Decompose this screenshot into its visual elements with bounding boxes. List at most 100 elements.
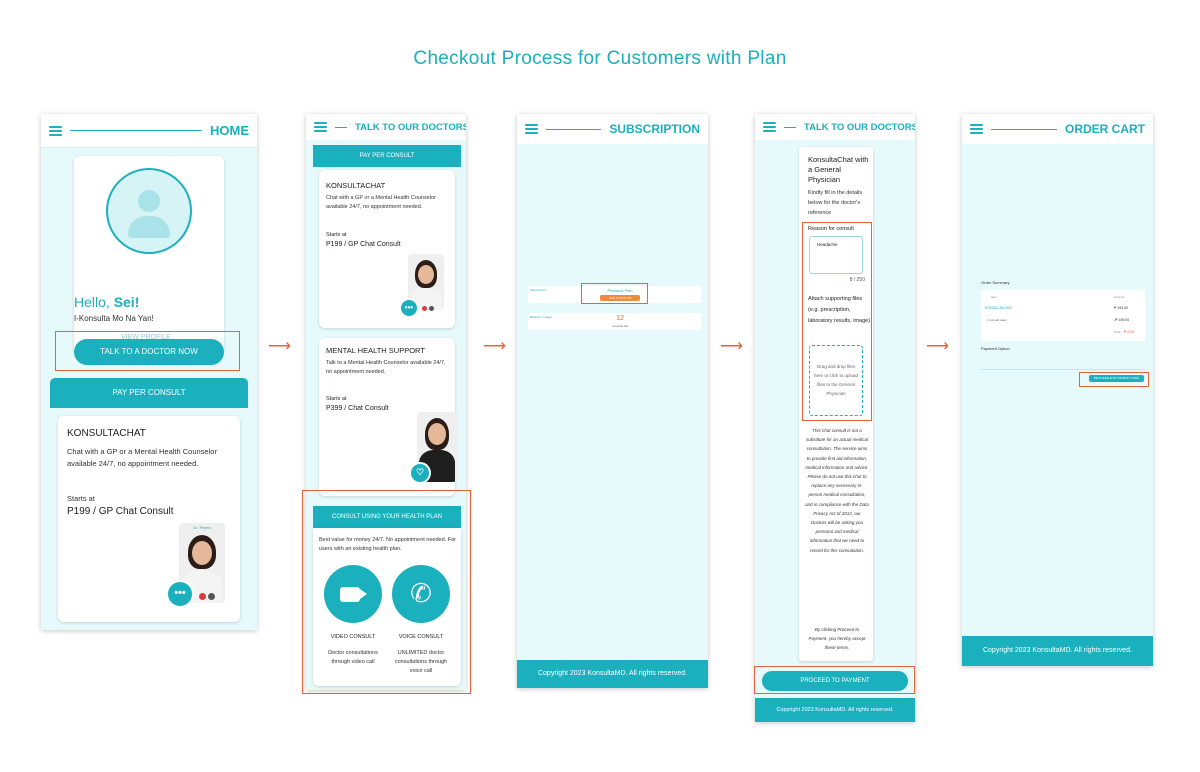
highlight-health-plan: [302, 490, 471, 694]
chat-icon: •••: [166, 580, 194, 608]
proceed-to-payment-button[interactable]: PROCEED TO PAYMENT: [762, 671, 908, 691]
highlight-use-plan: [581, 283, 648, 304]
attach-label: Attach supporting files (e.g. prescripti…: [808, 296, 871, 324]
avatar[interactable]: [106, 168, 192, 254]
plan-name: Personal Plan: [607, 288, 633, 293]
page-title: Checkout Process for Customers with Plan: [413, 48, 787, 69]
highlight-talk-button: [55, 331, 240, 371]
footer: Copyright 2023 KonsultaMD. All rights re…: [755, 698, 915, 722]
usage-row: Balance / Usage 12 consults left: [528, 313, 701, 330]
greeting: Hello, Sei!: [74, 294, 139, 310]
menu-icon[interactable]: [970, 124, 983, 134]
header-title: HOME: [210, 123, 249, 138]
menu-icon[interactable]: [49, 125, 62, 136]
card-title: KONSULTACHAT: [67, 428, 146, 439]
counselor-face: [428, 423, 446, 445]
screen-home: HOME Hello, Sei! I-Konsulta Mo Na Yan! V…: [41, 114, 257, 630]
header-divider: [70, 130, 202, 131]
screen-consult-form: TALK TO OUR DOCTORS KonsultaChat with a …: [755, 114, 915, 722]
video-consult-description: Doctor consultations through video call: [328, 650, 378, 665]
discount-value: -₱ 199.00: [1114, 318, 1130, 322]
discount-label: 1 consult used: [987, 318, 1007, 322]
voice-consult-button[interactable]: ✆: [392, 565, 450, 623]
card-description: Chat with a GP or a Mental Health Counse…: [326, 195, 436, 210]
total-label: Total: [1114, 330, 1121, 334]
tagline: I-Konsulta Mo Na Yan!: [74, 314, 154, 323]
video-consult-button[interactable]: [324, 565, 382, 623]
header-title: TALK TO OUR DOCTORS: [355, 121, 466, 133]
starts-at-label: Starts at: [326, 232, 347, 238]
column-amount: Amount: [1114, 295, 1125, 299]
upload-dropzone[interactable]: Drag and drop files here or click to upl…: [809, 345, 863, 416]
view-profile-link[interactable]: VIEW PROFILE: [121, 334, 171, 341]
highlight-proceed-button: [754, 666, 915, 694]
header-title: ORDER CART: [1065, 122, 1145, 136]
health-plan-header: CONSULT USING YOUR HEALTH PLAN: [313, 506, 461, 528]
form-title: KonsultaChat with a General Physician: [808, 155, 869, 184]
menu-icon[interactable]: [763, 122, 776, 132]
voice-consult-label: VOICE CONSULT: [398, 634, 444, 640]
header: TALK TO OUR DOCTORS: [306, 114, 466, 140]
status-grey-icon: [429, 306, 434, 311]
card-description: Chat with a GP or a Mental Health Counse…: [67, 447, 217, 468]
total-value: ₱ 0.00: [1124, 330, 1135, 334]
flow-arrow-1: ⟶: [268, 338, 291, 355]
reason-label: Reason for consult: [808, 226, 854, 232]
status-red-icon: [422, 306, 427, 311]
upload-text: Drag and drop files here or click to upl…: [813, 364, 859, 396]
use-plan-button[interactable]: USE THIS PLAN: [600, 295, 640, 301]
highlight-proceed-consult: [1079, 372, 1149, 387]
header-divider: [991, 128, 1057, 130]
flow-arrow-2: ⟶: [483, 338, 506, 355]
avatar-body-icon: [128, 216, 170, 238]
reason-value: Headache: [817, 242, 838, 247]
doctor-face: [192, 541, 212, 565]
reason-textarea[interactable]: Headache: [809, 236, 863, 274]
konsultachat-card[interactable]: KONSULTACHAT Chat with a GP or a Mental …: [319, 170, 455, 328]
header-divider: [335, 126, 347, 128]
starts-at-label: Starts at: [326, 396, 347, 402]
subscription-row: Subscription Personal Plan USE THIS PLAN: [528, 286, 701, 303]
header-title: TALK TO OUR DOCTORS: [804, 121, 915, 133]
header-divider: [784, 126, 796, 128]
menu-icon[interactable]: [314, 122, 327, 132]
phone-icon: ✆: [410, 578, 432, 608]
chat-icon: •••: [399, 298, 419, 318]
plan-description: Best value for money 24/7. No appointmen…: [319, 537, 456, 552]
konsultachat-card[interactable]: KONSULTACHAT Chat with a GP or a Mental …: [58, 416, 240, 622]
price-label: P399 / Chat Consult: [326, 405, 389, 412]
card-title: KONSULTACHAT: [326, 181, 386, 190]
menu-icon[interactable]: [525, 124, 538, 134]
support-icon: ♡: [409, 462, 431, 484]
greeting-text: Hello,: [74, 294, 114, 310]
column-item: Item: [991, 295, 997, 299]
disclaimer-text: This chat consult is not a substitute fo…: [805, 428, 869, 553]
subscription-label: Subscription: [530, 288, 547, 292]
footer: Copyright 2023 KonsultaMD. All rights re…: [962, 636, 1153, 666]
video-consult-label: VIDEO CONSULT: [330, 634, 376, 640]
terms-text: By clicking Proceed to Payment, you here…: [808, 627, 866, 650]
header: SUBSCRIPTION: [517, 114, 708, 144]
order-summary-label: Order Summary: [981, 280, 1010, 285]
payment-option-label: Payment Option: [981, 346, 1010, 351]
price-label: P199 / GP Chat Consult: [67, 506, 174, 517]
pay-per-consult-header: PAY PER CONSULT: [50, 378, 248, 408]
mental-health-card[interactable]: MENTAL HEALTH SUPPORT Talk to a Mental H…: [319, 338, 457, 496]
header: HOME: [41, 114, 257, 148]
proceed-and-consult-button[interactable]: PROCEED AND CONSULT NOW: [1089, 375, 1144, 382]
starts-at-label: Starts at: [67, 494, 95, 503]
doctor-face: [418, 265, 434, 284]
pay-per-consult-header: PAY PER CONSULT: [313, 145, 461, 167]
status-red-icon: [199, 593, 206, 600]
avatar-head-icon: [138, 190, 160, 212]
consult-form-card: KonsultaChat with a General Physician Ki…: [799, 147, 873, 661]
flow-arrow-4: ⟶: [926, 338, 949, 355]
card-description: Talk to a Mental Health Counselor availa…: [326, 360, 446, 375]
header-divider: [546, 128, 602, 130]
price-label: P199 / GP Chat Consult: [326, 241, 401, 248]
screen-subscription: SUBSCRIPTION Subscription Personal Plan …: [517, 114, 708, 688]
item-price: ₱ 199.00: [1114, 306, 1129, 310]
form-subtitle: Kindly fill in the details below for the…: [808, 190, 863, 216]
talk-to-doctor-button[interactable]: TALK TO A DOCTOR NOW: [74, 339, 224, 365]
